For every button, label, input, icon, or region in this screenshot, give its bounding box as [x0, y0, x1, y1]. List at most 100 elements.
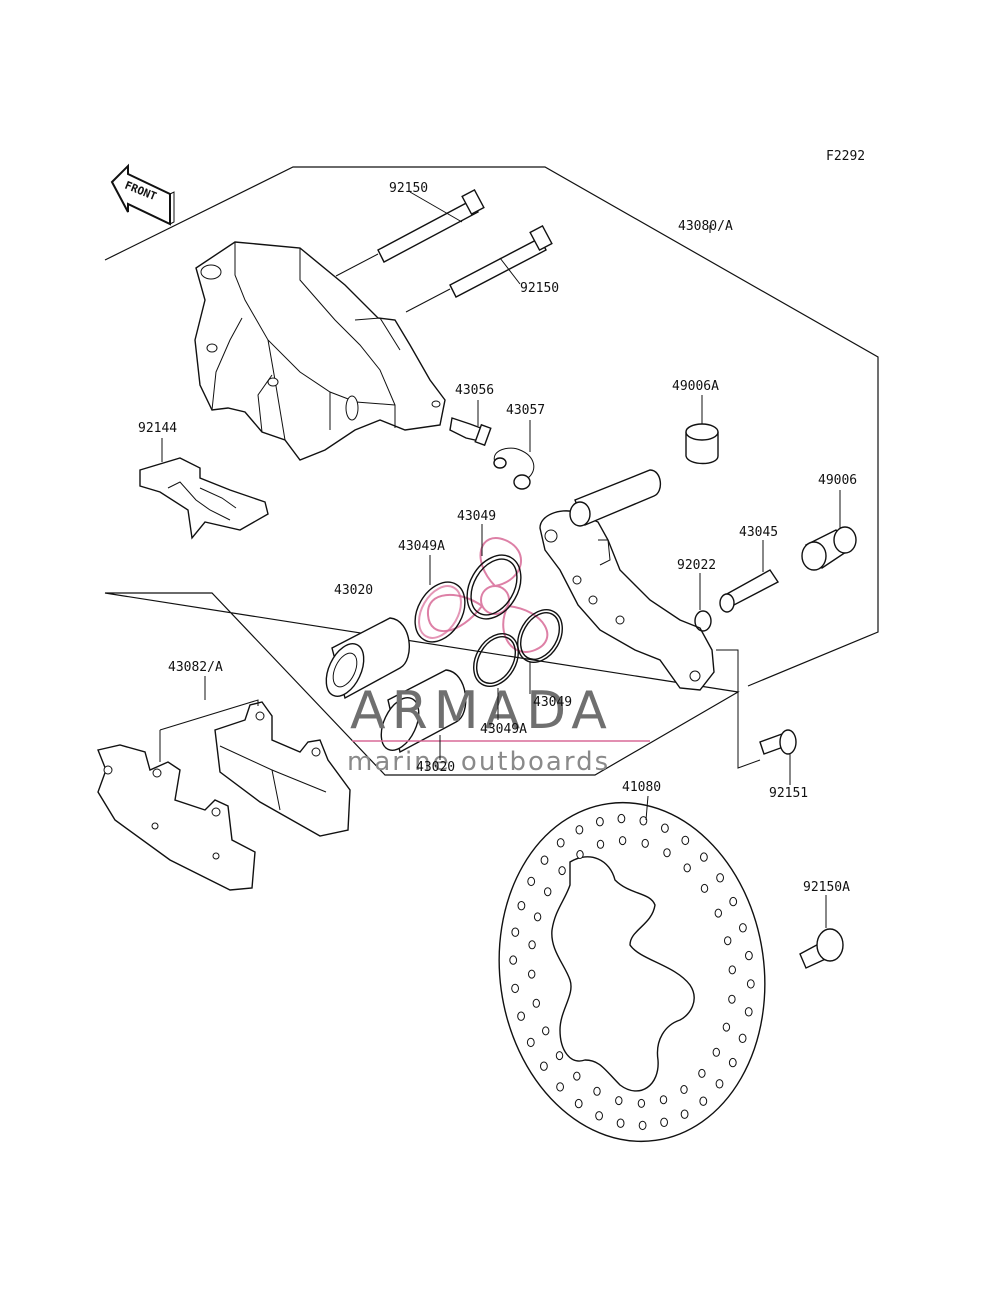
disc-vent-hole — [683, 863, 691, 873]
disc-vent-hole — [641, 838, 649, 848]
leader-lines — [159, 191, 841, 928]
label-43080: 43080/A — [678, 219, 733, 234]
assembly-outline-43080 — [104, 166, 879, 776]
disc-vent-hole — [575, 825, 584, 835]
brake-pad-right — [214, 701, 351, 837]
disc-vent-hole — [700, 883, 709, 893]
caliper-bracket — [539, 469, 715, 691]
watermark-tagline: marine outboards — [347, 747, 610, 777]
disc-vent-hole — [509, 955, 518, 965]
slide-pin-43045 — [719, 569, 780, 613]
pad-spring-92144 — [139, 457, 269, 540]
disc-vent-hole — [712, 1047, 720, 1057]
disc-vent-hole — [746, 979, 755, 989]
label-43056: 43056 — [455, 383, 494, 398]
disc-vent-hole — [615, 1096, 623, 1106]
label-49006A: 49006A — [672, 379, 719, 394]
disc-vent-hole — [556, 838, 565, 848]
disc-vent-hole — [593, 1086, 601, 1096]
label-92022: 92022 — [677, 558, 716, 573]
disc-vent-hole — [728, 1057, 737, 1068]
pin-92150-top — [335, 188, 485, 277]
disc-vent-hole — [663, 848, 671, 858]
figure-code: F2292 — [826, 149, 865, 164]
bushing-49006 — [801, 526, 857, 571]
disc-vent-hole — [540, 1061, 548, 1071]
piston-43020-top — [325, 617, 410, 700]
brake-pad-left — [97, 744, 256, 891]
disc-vent-hole — [616, 1118, 625, 1128]
disc-vent-hole — [738, 1033, 747, 1044]
front-arrow-icon: FRONT — [110, 163, 175, 226]
label-43020-top: 43020 — [334, 583, 373, 598]
disc-vent-hole — [661, 823, 669, 833]
disc-vent-hole — [728, 965, 736, 975]
label-49006: 49006 — [818, 473, 857, 488]
disc-vent-hole — [526, 1037, 535, 1048]
disc-vent-hole — [528, 969, 536, 979]
disc-vent-hole — [517, 901, 526, 911]
disc-vent-hole — [558, 866, 566, 876]
disc-vent-hole — [544, 887, 552, 897]
disc-vent-hole — [681, 835, 690, 846]
disc-vent-hole — [532, 998, 540, 1008]
bolt-92150A — [799, 928, 844, 969]
disc-vent-hole — [596, 839, 605, 849]
label-43049-bottom: 43049 — [533, 695, 572, 710]
bleeder-cap-43057 — [493, 447, 535, 490]
label-92151: 92151 — [769, 786, 808, 801]
label-43049-top: 43049 — [457, 509, 496, 524]
label-92144: 92144 — [138, 421, 177, 436]
disc-vent-hole — [528, 940, 536, 950]
disc-vent-hole — [699, 1096, 708, 1106]
watermark-brand: ARMADA — [350, 681, 613, 741]
disc-vent-hole — [517, 1011, 525, 1021]
disc-vent-hole — [745, 950, 753, 961]
disc-vent-hole — [618, 836, 627, 846]
label-43057: 43057 — [506, 403, 545, 418]
disc-vent-hole — [533, 912, 542, 922]
washer-92022 — [694, 610, 712, 632]
pin-92150-mid — [405, 224, 553, 313]
disc-vent-hole — [511, 983, 519, 994]
label-92150-mid: 92150 — [520, 281, 559, 296]
bolt-92151 — [759, 729, 797, 755]
disc-vent-hole — [574, 1098, 583, 1109]
disc-vent-hole — [596, 817, 604, 827]
label-43049A-bottom: 43049A — [480, 722, 527, 737]
disc-vent-hole — [715, 1079, 724, 1089]
disc-vent-hole — [595, 1111, 603, 1121]
label-92150A: 92150A — [803, 880, 850, 895]
label-92150-top: 92150 — [389, 181, 428, 196]
disc-vent-hole — [716, 873, 724, 883]
seal-rings — [414, 554, 563, 687]
watermark-logo-icon — [426, 537, 549, 653]
disc-vent-hole — [659, 1095, 668, 1105]
disc-vent-hole — [639, 816, 648, 826]
disc-vent-hole — [540, 855, 549, 865]
disc-vent-hole — [700, 852, 708, 862]
brake-disc-41080 — [498, 801, 766, 1143]
disc-vent-hole — [527, 876, 536, 887]
disc-vent-hole — [728, 994, 736, 1004]
disc-vent-hole — [680, 1109, 689, 1119]
label-43020-bottom: 43020 — [416, 760, 455, 775]
label-41080: 41080 — [622, 780, 661, 795]
label-43082: 43082/A — [168, 660, 223, 675]
disc-vent-hole — [576, 850, 584, 859]
disc-vent-hole — [511, 927, 520, 937]
disc-vent-hole — [680, 1085, 688, 1094]
disc-vent-hole — [698, 1068, 706, 1078]
disc-vent-hole — [724, 936, 732, 946]
disc-vent-hole — [573, 1071, 581, 1081]
disc-vent-hole — [729, 896, 738, 907]
bleeder-valve-43056 — [449, 417, 492, 447]
bushing-49006A — [685, 423, 719, 465]
label-43045: 43045 — [739, 525, 778, 540]
disc-vent-hole — [542, 1026, 550, 1036]
disc-vent-hole — [714, 908, 722, 918]
disc-vent-hole — [617, 813, 626, 824]
disc-vent-hole — [739, 923, 747, 933]
disc-vent-hole — [556, 1082, 564, 1092]
